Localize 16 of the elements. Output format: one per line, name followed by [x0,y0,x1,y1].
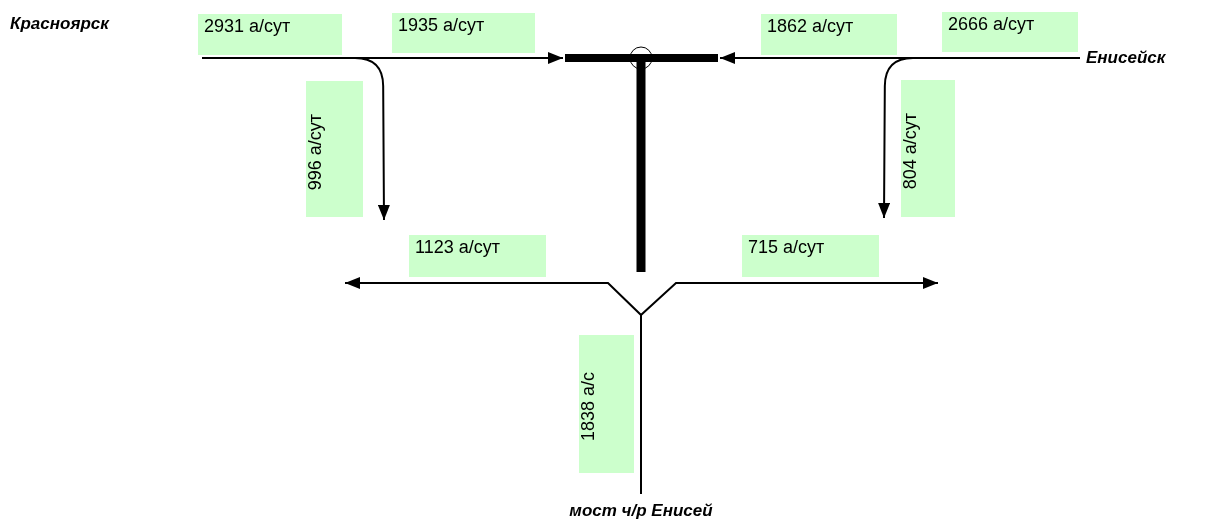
arrow [201,57,390,221]
arrow [640,277,939,495]
arrow [878,57,1081,219]
flow-label: 2931 а/сут [198,14,342,55]
edge-label: 996 а/сут [306,81,363,217]
flow-label: 1838 а/с [579,335,634,473]
flow-label: 2666 а/сут [942,12,1078,52]
edge-label: 715 а/сут [742,235,879,277]
edge-label: 1123 а/сут [409,235,546,277]
place-label: Енисейск [1086,48,1166,68]
edge-label: 804 а/сут [901,80,955,217]
intersection-drawing [563,44,720,274]
edge-label: 1862 а/сут [761,14,897,55]
edge-label: 1935 а/сут [392,13,535,53]
place-label: Красноярск [10,14,109,34]
place-label: мост ч/р Енисей [569,501,713,521]
